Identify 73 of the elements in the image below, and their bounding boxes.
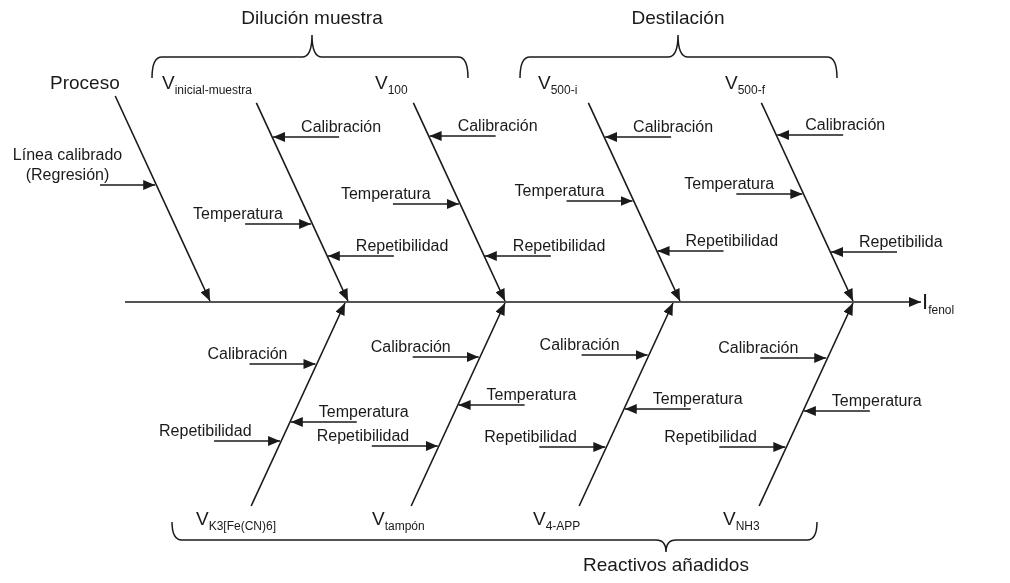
cause-label: Calibración — [633, 117, 714, 137]
cause-label: Calibración — [207, 344, 288, 364]
bone-label: Proceso — [50, 70, 122, 96]
cause-arrow — [624, 404, 692, 414]
cause-label: Temperatura — [684, 174, 775, 194]
cause-label: Repetibilidad — [685, 231, 779, 251]
cause-label: Repetibilida — [859, 232, 943, 252]
bone-arrow — [250, 302, 346, 507]
spine-arrow — [124, 297, 922, 307]
cause-arrow — [604, 132, 672, 142]
cause-arrow — [272, 132, 340, 142]
cause-arrow — [392, 199, 460, 209]
cause-label: Línea calibrado (Regresión) — [0, 145, 135, 185]
bone-label: V$_{inicial-muestra}$ — [162, 70, 274, 103]
bone-arrow — [760, 102, 854, 302]
cause-arrow — [428, 131, 497, 141]
cause-label: Temperatura — [831, 391, 922, 411]
bone-arrow — [412, 102, 506, 302]
cause-label: Repetibilidad — [484, 427, 577, 447]
cause-arrow — [830, 247, 898, 257]
cause-arrow — [290, 417, 358, 427]
cause-arrow — [99, 180, 156, 190]
cause-label: Temperatura — [318, 402, 409, 422]
cause-arrow — [213, 436, 281, 446]
cause-label: Repetibilidad — [512, 236, 606, 256]
cause-arrow — [759, 353, 828, 363]
bone-arrow — [410, 302, 506, 507]
cause-arrow — [370, 441, 439, 451]
bone-arrow — [578, 302, 674, 507]
cause-label: Calibración — [718, 338, 799, 358]
cause-arrow — [718, 442, 787, 452]
bone-arrow — [587, 102, 681, 302]
bone-label: V$_{K3[Fe(CN)6]}$ — [196, 506, 306, 539]
bone-label: V$_{4-APP}$ — [533, 506, 593, 539]
bone-label: V$_{500-i}$ — [538, 70, 592, 103]
cause-label: Temperatura — [514, 181, 605, 201]
cause-label: Calibración — [805, 115, 886, 135]
cause-label: Temperatura — [652, 389, 743, 409]
cause-label: Repetibilidad — [316, 426, 410, 446]
group-label: Destilación — [631, 6, 725, 30]
bone-label: V$_{tampón}$ — [372, 506, 442, 539]
cause-label: Repetibilidad — [159, 421, 252, 441]
bone-label: V$_{100}$ — [375, 70, 421, 103]
cause-arrow — [457, 400, 526, 410]
cause-label: Repetibilidad — [664, 427, 757, 447]
cause-arrow — [327, 251, 395, 261]
cause-label: Repetibilidad — [355, 236, 449, 256]
cause-label: Temperatura — [340, 184, 431, 204]
cause-arrow — [580, 350, 649, 360]
bone-arrow — [758, 302, 854, 507]
cause-arrow — [248, 359, 317, 369]
cause-arrow — [538, 442, 607, 452]
cause-arrow — [776, 130, 844, 140]
bone-arrow — [114, 95, 211, 302]
cause-label: Calibración — [370, 337, 451, 357]
cause-arrow — [484, 251, 552, 261]
cause-label: Calibración — [457, 116, 538, 136]
cause-arrow — [803, 406, 871, 416]
cause-label: Calibración — [301, 117, 382, 137]
cause-arrow — [735, 189, 804, 199]
group-label: Dilución muestra — [241, 6, 383, 30]
cause-label: Temperatura — [486, 385, 577, 405]
cause-label: Temperatura — [193, 204, 283, 224]
bone-arrow — [255, 102, 349, 302]
effect-label: I$_{fenol}$ — [922, 289, 955, 324]
bone-label: V$_{NH3}$ — [723, 506, 773, 539]
cause-arrow — [656, 246, 725, 256]
group-label: Reactivos añadidos — [583, 553, 749, 577]
cause-label: Calibración — [539, 335, 620, 355]
bone-label: V$_{500-f}$ — [725, 70, 779, 103]
cause-arrow — [411, 352, 480, 362]
cause-arrow — [244, 219, 312, 229]
cause-arrow — [565, 196, 634, 206]
